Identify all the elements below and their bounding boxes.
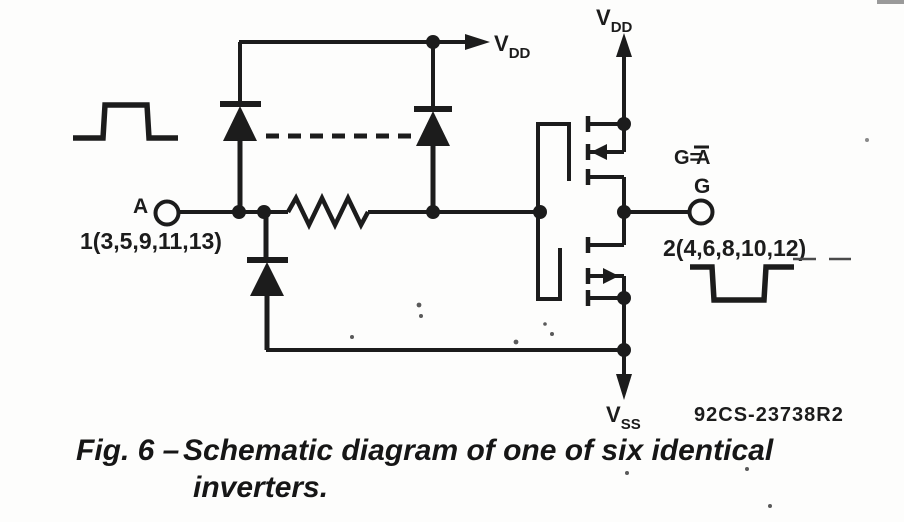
vdd-rail-left: VDD bbox=[239, 31, 531, 62]
vdd-label-top: VDD bbox=[596, 5, 633, 36]
gate-input-bracket bbox=[536, 122, 571, 301]
scan-speck bbox=[543, 322, 547, 326]
caption-figure-number: Fig. 6 – bbox=[76, 434, 179, 467]
substrate-arrow-icon bbox=[591, 144, 607, 160]
caption-line2: inverters. bbox=[193, 471, 328, 504]
scan-speck bbox=[768, 504, 772, 508]
diode-triangle-icon bbox=[250, 262, 284, 296]
scan-speck bbox=[416, 302, 422, 308]
vss-arrow-icon bbox=[616, 374, 632, 400]
pmos-transistor bbox=[585, 116, 631, 185]
output-pulse-waveform bbox=[690, 264, 794, 303]
vdd-terminal-top: VDD bbox=[596, 5, 633, 124]
junction-dot bbox=[232, 205, 246, 219]
drawing-number-label: 92CS-23738R2 bbox=[694, 404, 844, 426]
output-terminal-circle bbox=[687, 198, 715, 226]
output-pin-numbers-label: 2(4,6,8,10,12) bbox=[663, 235, 806, 261]
output-node: G= A G 2(4,6,8,10,12) bbox=[617, 145, 806, 261]
scan-speck bbox=[865, 138, 869, 142]
vss-label: VSS bbox=[606, 402, 641, 433]
vdd-arrow-icon bbox=[465, 34, 490, 50]
input-terminal-circle bbox=[153, 199, 181, 227]
scan-speck bbox=[419, 314, 423, 318]
input-clamp-diode-lower bbox=[247, 212, 288, 350]
junction-dot bbox=[426, 205, 440, 219]
figure-caption: Fig. 6 – Schematic diagram of one of six… bbox=[76, 434, 774, 504]
substrate-arrow-icon bbox=[603, 268, 619, 284]
input-clamp-diode-right bbox=[414, 42, 452, 212]
diode-triangle-icon bbox=[223, 106, 257, 141]
scan-smudge bbox=[877, 0, 904, 4]
scan-artifacts bbox=[350, 0, 904, 508]
vss-terminal: VSS bbox=[606, 276, 641, 433]
input-clamp-diode-left bbox=[220, 42, 261, 212]
vdd-arrow-icon bbox=[616, 33, 632, 57]
vdd-label-left: VDD bbox=[494, 31, 531, 62]
scan-speck bbox=[745, 467, 749, 471]
gate-equation-overlined-a: A bbox=[696, 147, 710, 169]
scan-speck bbox=[350, 335, 354, 339]
scan-speck bbox=[550, 332, 554, 336]
scan-speck bbox=[513, 339, 519, 345]
input-pin-numbers-label: 1(3,5,9,11,13) bbox=[80, 228, 222, 254]
series-resistor bbox=[286, 192, 370, 231]
caption-line1: Schematic diagram of one of six identica… bbox=[183, 434, 774, 467]
output-letter-label: G bbox=[694, 175, 710, 198]
input-terminal: A 1(3,5,9,11,13) bbox=[80, 195, 288, 254]
gate-equation-label: G= bbox=[674, 147, 701, 169]
input-pulse-waveform bbox=[73, 102, 178, 141]
input-letter-label: A bbox=[133, 195, 148, 218]
scan-speck bbox=[625, 471, 629, 475]
diode-triangle-icon bbox=[416, 111, 450, 146]
